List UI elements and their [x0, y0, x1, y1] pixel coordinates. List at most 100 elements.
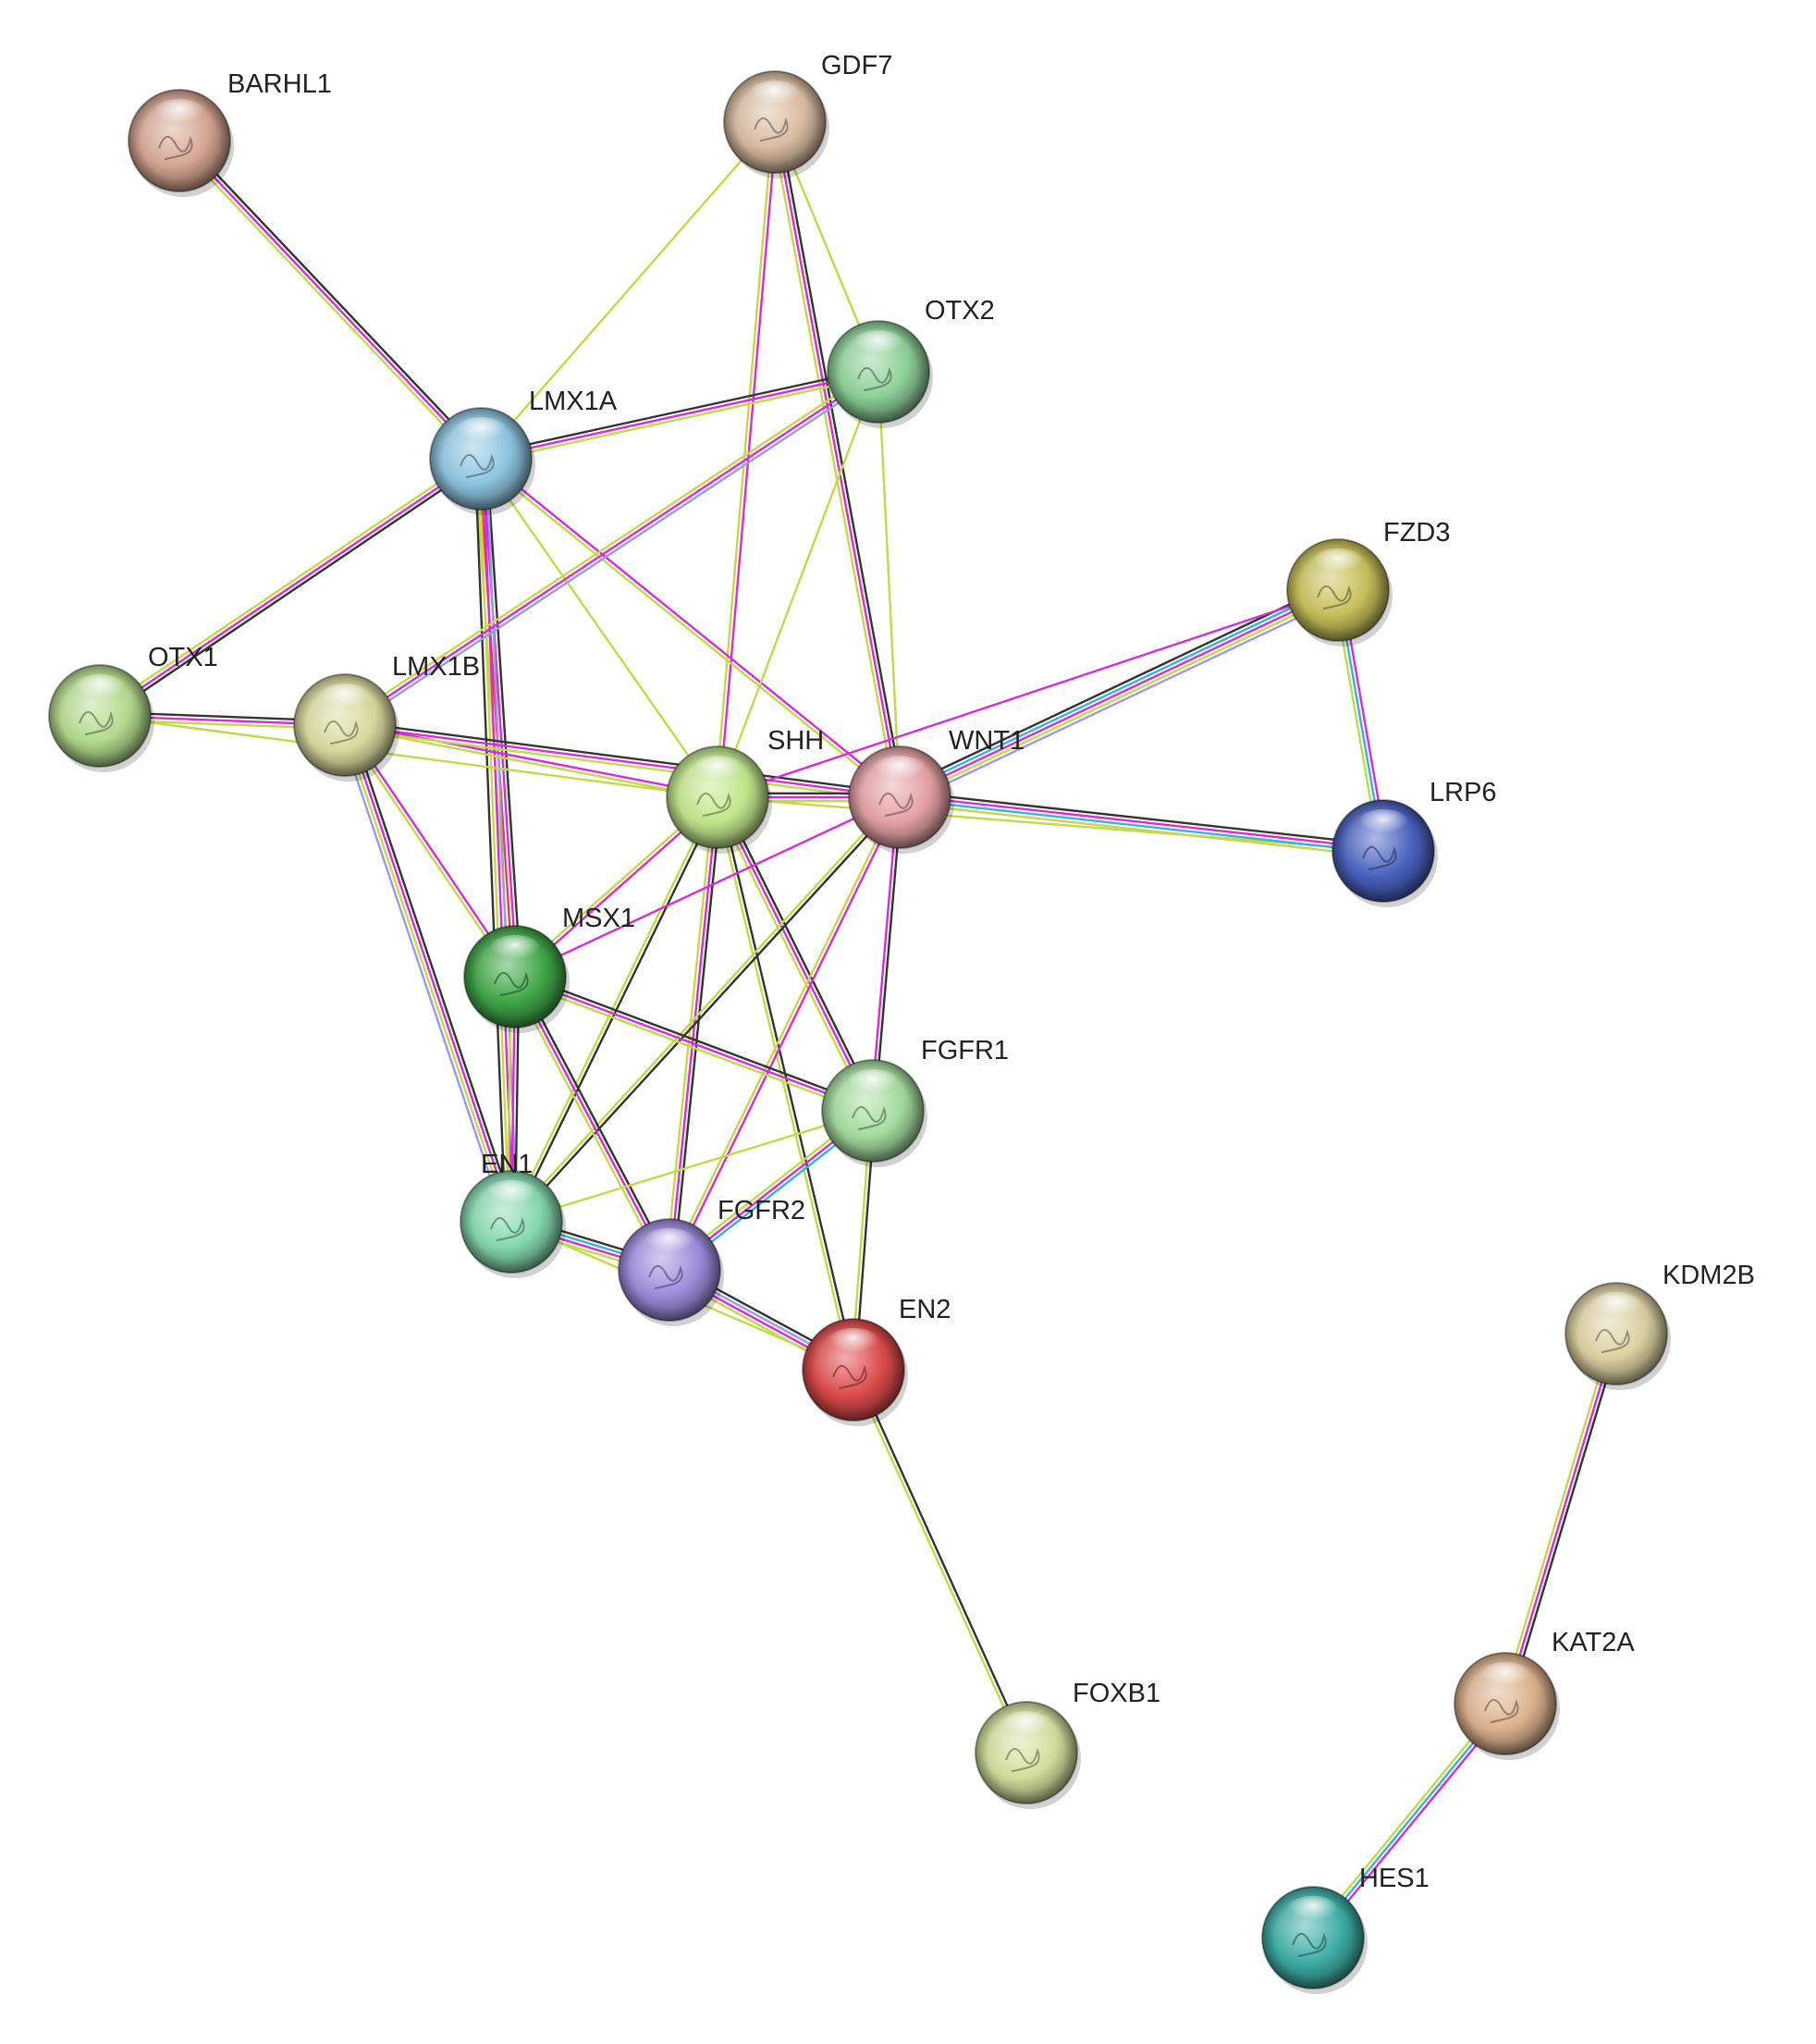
edge-shh-fgfr1[interactable] [713, 794, 877, 1114]
edge-evidence-black [485, 457, 522, 978]
node-otx1[interactable] [48, 664, 154, 772]
edge-wnt1-fzd3[interactable] [895, 582, 1343, 806]
edge-evidence-yellow [850, 1369, 1026, 1755]
edge-lmx1a-shh[interactable] [479, 457, 719, 799]
edge-wnt1-en1[interactable] [509, 794, 902, 1225]
node-kdm2b[interactable] [1564, 1282, 1671, 1390]
node-en1[interactable] [460, 1170, 566, 1278]
node-gloss [316, 683, 374, 717]
edge-barhl1-lmx1a[interactable] [175, 136, 485, 463]
edge-evidence-black [671, 796, 723, 1272]
edge-evidence-black [1507, 1334, 1622, 1706]
edge-shh-lrp6[interactable] [716, 795, 1385, 853]
edge-kdm2b-kat2a[interactable] [1500, 1331, 1622, 1706]
edge-fgfr1-en1[interactable] [509, 1109, 875, 1224]
node-gloss [1355, 808, 1412, 843]
node-lmx1a[interactable] [429, 407, 535, 515]
edge-otx2-shh[interactable] [716, 370, 880, 799]
edge-evidence-black [349, 721, 519, 1222]
node-gloss [641, 1227, 698, 1262]
edge-evidence-yellow [769, 121, 898, 799]
edge-lmx1a-otx2[interactable] [478, 366, 881, 464]
edge-wnt1-fgfr1[interactable] [869, 795, 903, 1113]
edge-evidence-black [180, 136, 485, 458]
node-gloss [998, 1710, 1055, 1744]
node-wnt1[interactable] [848, 745, 954, 854]
edge-otx2-wnt1[interactable] [877, 370, 902, 799]
node-otx2[interactable] [827, 320, 933, 428]
node-rim [293, 673, 397, 777]
edge-evidence-yellow [96, 454, 480, 714]
edge-lmx1b-en1[interactable] [337, 721, 519, 1225]
node-rim [848, 745, 951, 849]
node-label-fgfr1: FGFR1 [921, 1036, 1009, 1065]
node-gdf7[interactable] [723, 70, 829, 179]
edge-shh-fzd3[interactable] [716, 588, 1340, 799]
node-gloss [1284, 1895, 1342, 1929]
edge-evidence-magenta [513, 975, 671, 1272]
node-kat2a[interactable] [1454, 1652, 1560, 1760]
node-label-barhl1: BARHL1 [227, 69, 332, 99]
node-lmx1b[interactable] [293, 673, 399, 782]
edge-otx1-shh[interactable] [98, 714, 719, 799]
edge-evidence-yellow [509, 1109, 875, 1224]
node-rim [1454, 1652, 1557, 1755]
node-label-otx1: OTX1 [148, 643, 218, 672]
node-rim [1331, 799, 1435, 903]
node-rim [723, 70, 827, 174]
edge-lmx1b-wnt1[interactable] [343, 720, 902, 803]
edge-gdf7-lmx1a[interactable] [479, 120, 777, 461]
edge-wnt1-lrp6[interactable] [898, 790, 1385, 858]
edge-evidence-yellow [664, 795, 716, 1271]
node-label-lmx1b: LMX1B [392, 652, 480, 682]
node-hes1[interactable] [1261, 1886, 1368, 1994]
node-fzd3[interactable] [1286, 538, 1393, 646]
node-barhl1[interactable] [128, 89, 234, 197]
node-foxb1[interactable] [975, 1701, 1081, 1809]
edge-evidence-black [719, 794, 877, 1111]
edge-evidence-magenta [669, 796, 903, 1273]
edge-lmx1a-otx1[interactable] [96, 454, 485, 720]
edge-lmx1a-wnt1[interactable] [478, 456, 902, 800]
edge-evidence-cyan [898, 797, 1384, 855]
edge-otx2-lmx1b[interactable] [341, 367, 882, 730]
edge-lmx1b-shh[interactable] [343, 721, 719, 801]
node-gloss [151, 98, 208, 132]
edge-lmx1a-en1[interactable] [473, 457, 519, 1224]
edge-gdf7-wnt1[interactable] [769, 120, 905, 799]
edge-evidence-blue [337, 725, 508, 1225]
edge-evidence-blue [346, 374, 882, 730]
node-gloss [1477, 1661, 1534, 1695]
edge-evidence-yellow [479, 120, 777, 461]
edge-shh-fgfr2[interactable] [664, 795, 723, 1272]
edges-layer [96, 120, 1622, 1941]
edge-evidence-magenta [479, 370, 880, 461]
edge-evidence-yellow [479, 457, 719, 799]
node-label-gdf7: GDF7 [821, 51, 892, 80]
edge-wnt1-fgfr2[interactable] [666, 794, 903, 1273]
node-label-shh: SHH [767, 726, 824, 756]
node-rim [48, 664, 152, 768]
edge-wnt1-msx1[interactable] [513, 795, 902, 979]
node-fgfr2[interactable] [618, 1218, 724, 1326]
edge-evidence-yellow [480, 374, 881, 464]
node-label-lrp6: LRP6 [1429, 778, 1497, 807]
edge-evidence-black [899, 790, 1385, 846]
edge-evidence-magenta [481, 456, 902, 797]
edge-evidence-magenta [716, 795, 875, 1113]
node-label-hes1: HES1 [1359, 1864, 1429, 1893]
node-en2[interactable] [802, 1318, 908, 1426]
edge-evidence-yellow [98, 714, 719, 799]
edge-evidence-magenta [344, 721, 719, 797]
edge-en2-foxb1[interactable] [850, 1367, 1030, 1755]
edge-msx1-fgfr1[interactable] [512, 971, 876, 1116]
node-lrp6[interactable] [1331, 799, 1438, 907]
node-fgfr1[interactable] [821, 1059, 927, 1167]
node-shh[interactable] [666, 745, 772, 854]
node-msx1[interactable] [463, 925, 570, 1033]
node-gloss [1588, 1291, 1645, 1325]
edge-msx1-fgfr2[interactable] [510, 973, 674, 1274]
node-label-en2: EN2 [899, 1295, 951, 1324]
edge-evidence-yellow [510, 977, 668, 1274]
edge-evidence-yellow [713, 797, 871, 1114]
